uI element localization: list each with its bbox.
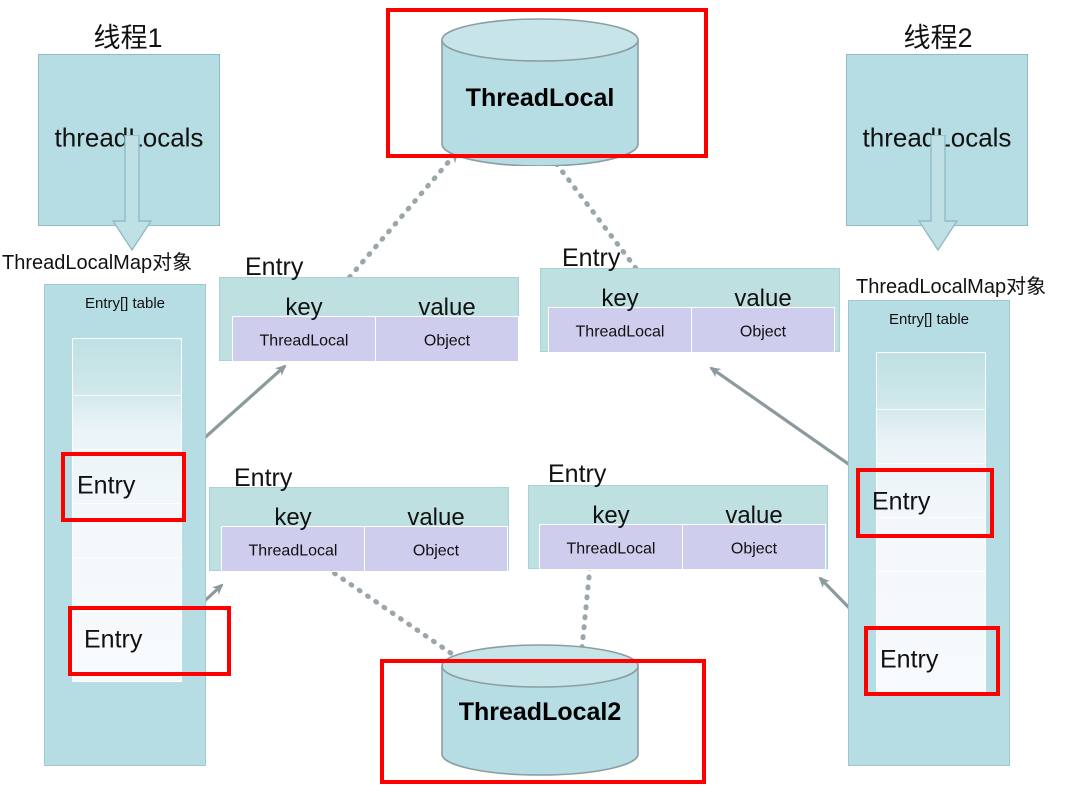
thread-2-entry-cell-1-label: Entry — [872, 487, 931, 516]
entry-box-top-right-value-col: value Object — [691, 285, 834, 352]
thread-2-title: 线程2 — [903, 23, 973, 53]
thread-1-table-column — [72, 338, 182, 682]
entry-box-top-left-key-col: key ThreadLocal — [233, 294, 375, 361]
entry-box-top-right-key-sub: ThreadLocal — [575, 323, 665, 341]
threadlocal-1-highlight — [386, 8, 708, 158]
entry-box-top-left-title: Entry — [245, 253, 304, 281]
entry-box-bottom-right-title-wrap: Entry — [548, 460, 606, 489]
thread-1-table-caption: Entry[] table — [84, 295, 166, 312]
entry-box-bottom-left-value-head: value — [407, 504, 465, 531]
entry-box-bottom-right-key-head: key — [592, 502, 630, 529]
entry-box-bottom-left-key-col: key ThreadLocal — [222, 504, 364, 571]
entry-box-bottom-right-value-sub: Object — [730, 540, 778, 558]
thread-2-down-arrow — [918, 135, 958, 253]
entry-box-bottom-right-key-col: key ThreadLocal — [540, 502, 682, 569]
entry-box-top-right-title: Entry — [562, 244, 621, 272]
entry-box-top-left-value-col: value Object — [375, 294, 518, 361]
entry-box-top-left-kv: key ThreadLocal value Object — [232, 294, 519, 362]
entry-box-bottom-left-key-head: key — [274, 504, 312, 531]
entry-box-top-right-value-head: value — [734, 285, 792, 312]
entry-box-bottom-right-value-col: value Object — [682, 502, 825, 569]
entry-box-top-left-title-wrap: Entry — [245, 253, 303, 282]
thread-2-entry-cell-1[interactable]: Entry — [856, 468, 994, 538]
entry-box-top-left-key-sub: ThreadLocal — [259, 332, 349, 350]
entry-box-bottom-right-value-head: value — [725, 502, 783, 529]
entry-box-bottom-left-key-sub: ThreadLocal — [248, 542, 338, 560]
entry-box-top-right-kv: key ThreadLocal value Object — [548, 285, 835, 353]
entry-box-top-left-value-sub: Object — [423, 332, 471, 350]
entry-box-top-right-key-col: key ThreadLocal — [549, 285, 691, 352]
thread-1-entry-cell-2[interactable]: Entry — [68, 606, 231, 676]
entry-box-top-right-value-sub: Object — [739, 323, 787, 341]
thread-2-entry-cell-2-label: Entry — [880, 645, 939, 674]
thread-1-entry-cell-2-label: Entry — [84, 625, 143, 654]
entry-box-top-right-key-head: key — [601, 285, 639, 312]
entry-box-bottom-left-title-wrap: Entry — [234, 464, 292, 493]
threadlocal-2-label: ThreadLocal2 — [458, 698, 622, 726]
entry-box-bottom-right-title: Entry — [548, 460, 607, 488]
entry-box-top-left-key-head: key — [285, 294, 323, 321]
entry-box-bottom-left-value-sub: Object — [412, 542, 460, 560]
thread-2-table-caption: Entry[] table — [888, 311, 970, 328]
threadlocal-2-cylinder — [440, 644, 640, 776]
entry-box-bottom-left-title: Entry — [234, 464, 293, 492]
entry-box-bottom-right-kv: key ThreadLocal value Object — [539, 502, 826, 570]
thread-1-down-arrow — [112, 135, 152, 253]
entry-box-bottom-left-value-col: value Object — [364, 504, 507, 571]
thread-2-entry-cell-2[interactable]: Entry — [864, 626, 1000, 696]
thread-1-map-label: ThreadLocalMap对象 — [2, 252, 193, 274]
entry-box-bottom-left-kv: key ThreadLocal value Object — [221, 504, 508, 572]
threadlocal-1-label: ThreadLocal — [465, 84, 615, 112]
thread-1-entry-cell-1[interactable]: Entry — [61, 452, 186, 522]
threadlocal-2-highlight — [380, 659, 706, 784]
entry-box-bottom-right-key-sub: ThreadLocal — [566, 540, 656, 558]
thread-1-entry-cell-1-label: Entry — [77, 471, 136, 500]
thread-2-table-column — [876, 352, 986, 696]
entry-box-top-left-value-head: value — [418, 294, 476, 321]
entry-box-top-right-title-wrap: Entry — [562, 244, 620, 273]
thread-1-title: 线程1 — [93, 23, 163, 53]
threadlocal-1-cylinder — [440, 18, 640, 166]
thread-2-map-label: ThreadLocalMap对象 — [856, 276, 1047, 298]
